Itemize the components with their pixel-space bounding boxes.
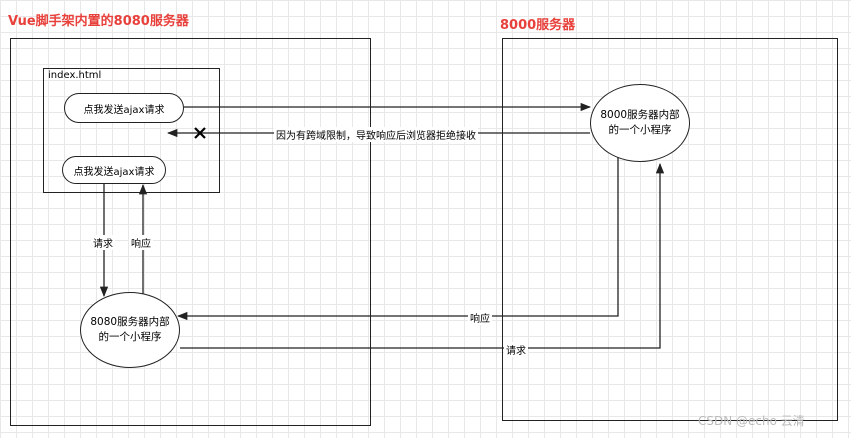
server-8080-program-line1: 8080服务器内部 (90, 316, 170, 328)
watermark: CSDN @echo 云清 (698, 414, 805, 428)
response-label-bottom: 响应 (468, 310, 492, 325)
server-8000-program-line1: 8000服务器内部 (600, 109, 680, 121)
server-8000-program: 8000服务器内部 的一个小程序 (590, 84, 690, 162)
rejected-label: 因为有跨域限制，导致响应后浏览器拒绝接收 (274, 127, 478, 142)
request-label-left: 请求 (91, 235, 115, 250)
server-8000-program-line2: 的一个小程序 (608, 124, 672, 136)
response-label-left: 响应 (129, 235, 153, 250)
arrow-response-to-8080 (176, 155, 619, 321)
vue-scaffold-title: Vue脚手架内置的8080服务器 (8, 14, 189, 29)
server-8080-program: 8080服务器内部 的一个小程序 (80, 292, 180, 368)
send-ajax-button-top[interactable]: 点我发送ajax请求 (64, 93, 184, 123)
vue-server-box (10, 38, 371, 426)
server-8000-title: 8000服务器 (500, 18, 576, 33)
send-ajax-button-bottom[interactable]: 点我发送ajax请求 (62, 156, 166, 184)
reject-x-mark-b (194, 127, 206, 139)
index-html-label: index.html (48, 70, 102, 81)
server-8000-box (502, 38, 838, 421)
request-label-bottom: 请求 (504, 342, 528, 357)
arrow-request-to-8000-program (180, 162, 665, 349)
index-html-box (43, 68, 220, 193)
server-8080-program-line2: 的一个小程序 (98, 331, 162, 343)
